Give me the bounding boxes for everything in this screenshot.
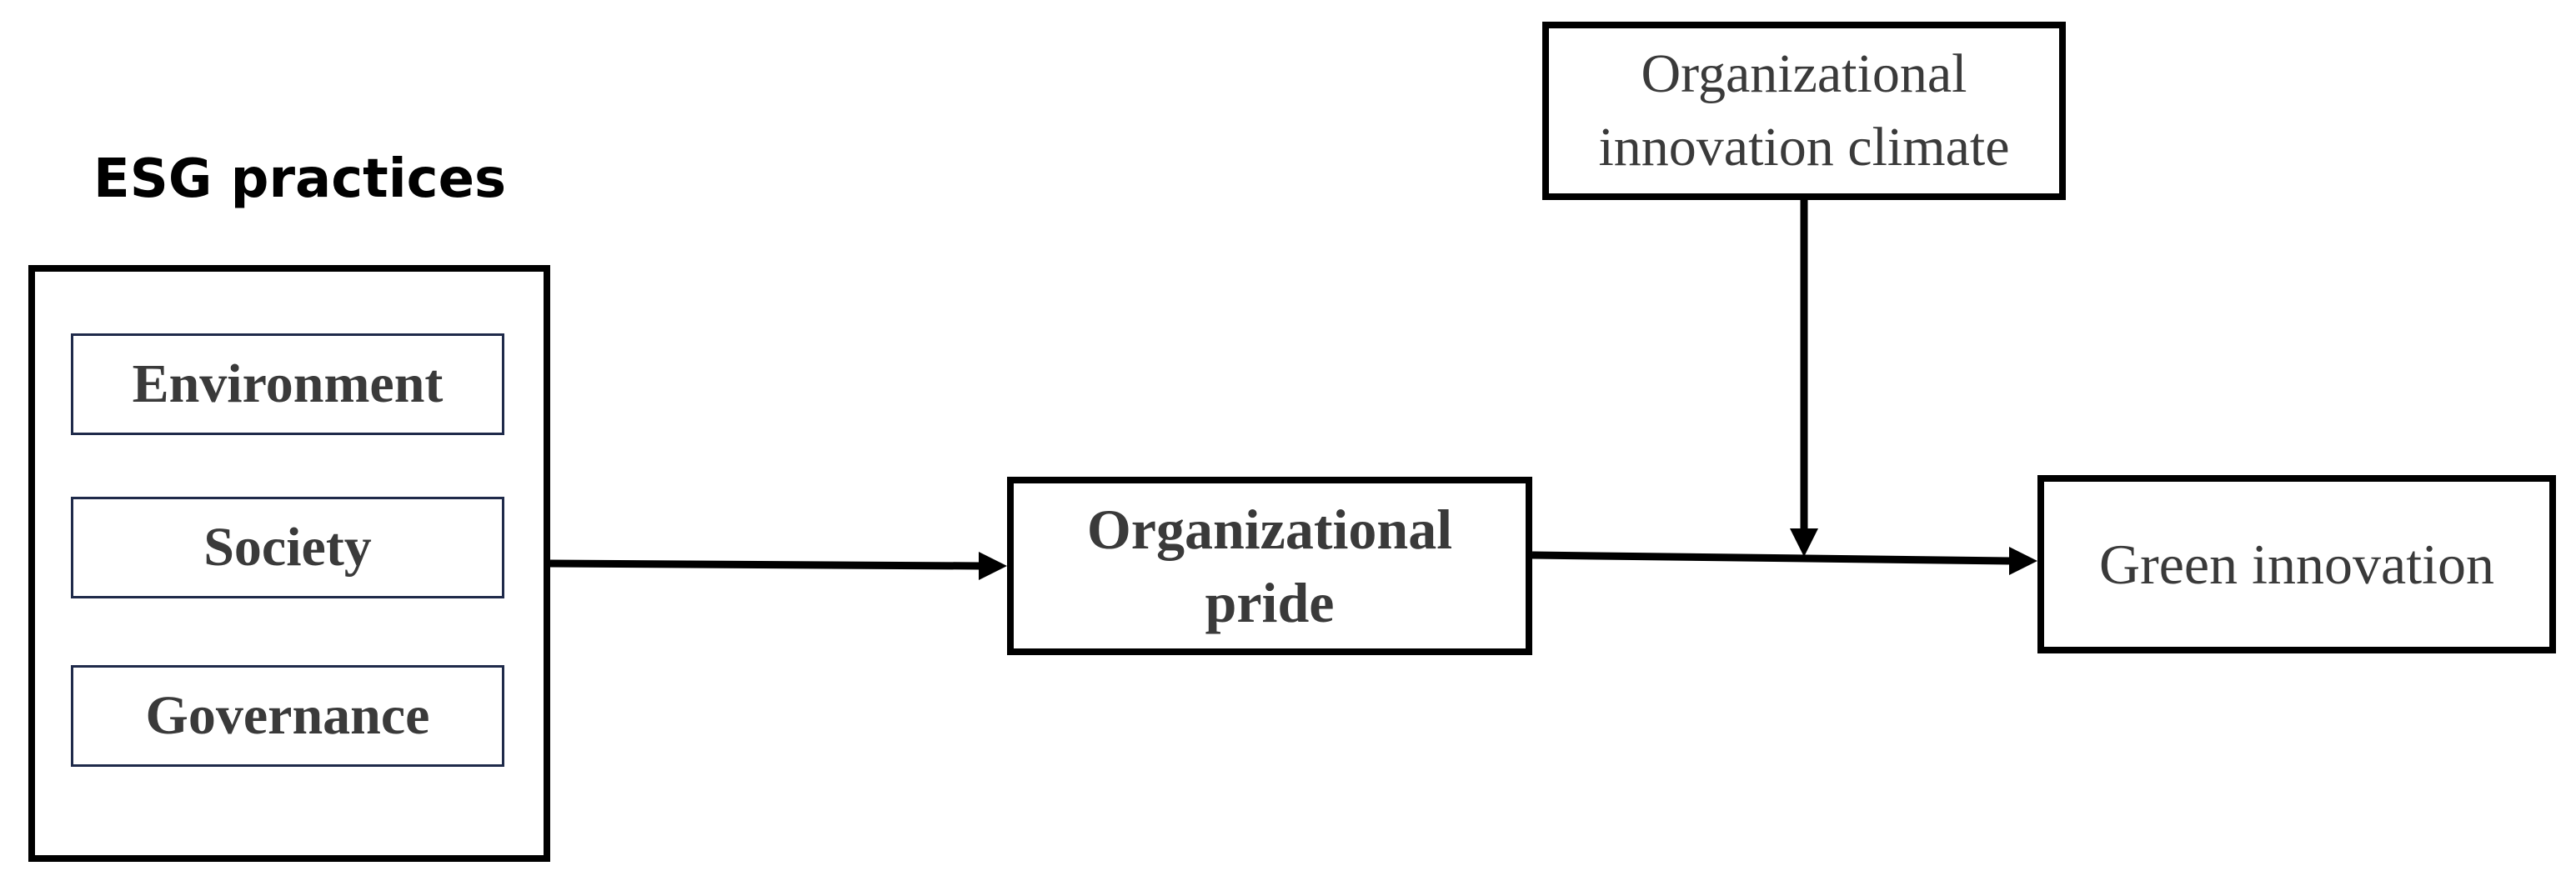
esg-item-society-label: Society [203,517,372,578]
arrow-pride-to-green-head [2009,547,2037,575]
innovation-climate-line2: innovation climate [1598,117,2010,178]
green-innovation-box: Green innovation [2037,475,2556,653]
esg-item-environment-label: Environment [132,353,444,414]
esg-item-governance-label: Governance [145,685,430,746]
green-innovation-label: Green innovation [2099,532,2494,596]
organizational-pride-line2: pride [1205,571,1335,634]
arrow-pride-to-green [1531,551,2012,565]
esg-item-society: Society [71,497,504,598]
organizational-pride-box: Organizational pride [1007,477,1532,655]
arrow-climate-to-path-head [1790,528,1818,557]
esg-item-environment: Environment [71,333,504,435]
esg-group-title: ESG practices [93,148,507,210]
arrow-esg-to-pride-head [979,552,1007,580]
esg-item-governance: Governance [71,665,504,767]
arrow-esg-to-pride [549,559,981,570]
innovation-climate-line1: Organizational [1641,43,1967,104]
innovation-climate-box: Organizational innovation climate [1542,22,2066,200]
organizational-pride-line1: Organizational [1086,498,1453,561]
